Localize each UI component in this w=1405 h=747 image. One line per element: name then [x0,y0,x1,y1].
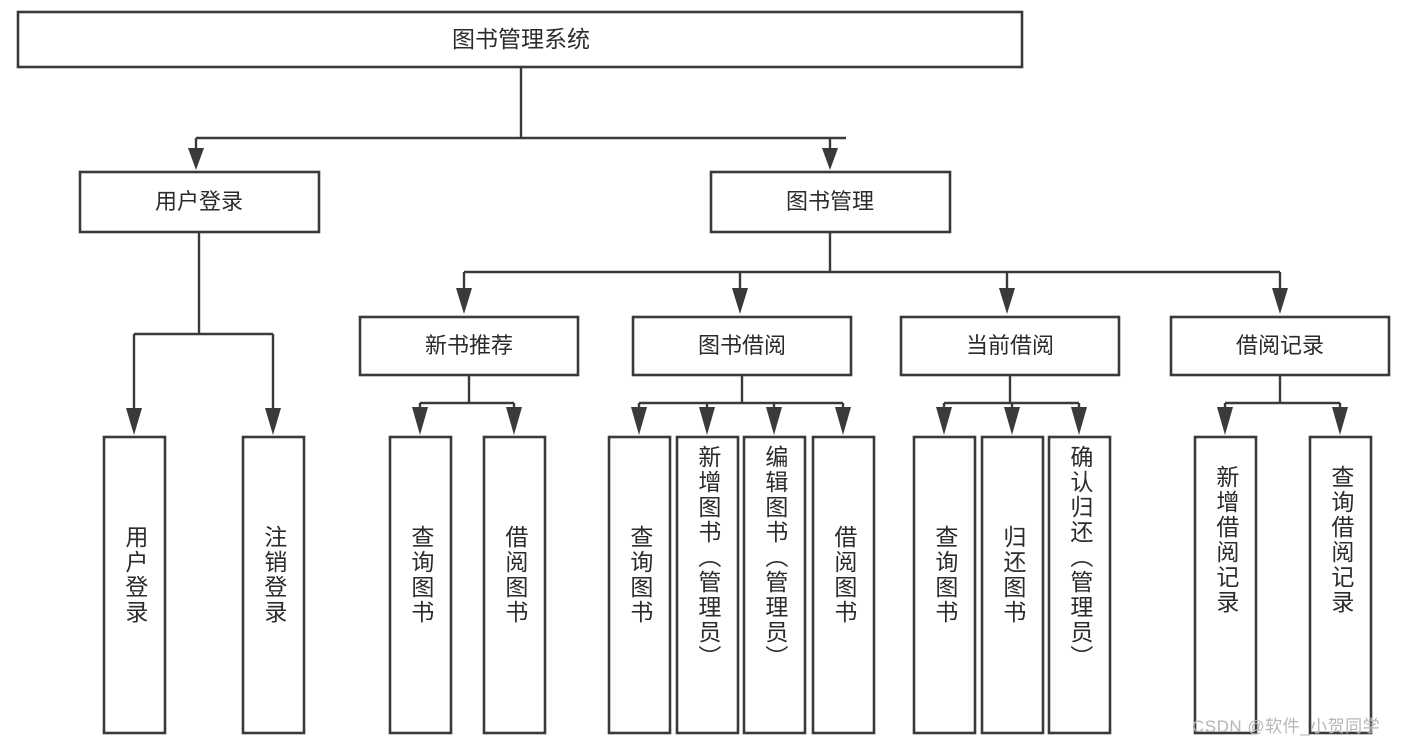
node-current-borrow-label: 当前借阅 [966,333,1054,358]
leaf-box-new-book-rec-0[interactable] [388,435,453,735]
leaf-box-current-borrow-0[interactable] [912,435,977,735]
csdn-watermark: CSDN @软件_小贺同学 [1192,717,1381,736]
arrow-icon-book-borrow [732,288,748,314]
arrow-icon-nbr-leaf1 [412,407,428,435]
node-root-label: 图书管理系统 [452,26,590,52]
node-current-borrow[interactable]: 当前借阅 [899,315,1121,377]
arrow-icon-to-user-login [188,148,204,170]
node-user-login[interactable]: 用户登录 [78,170,321,234]
node-borrow-record[interactable]: 借阅记录 [1169,315,1391,377]
arrow-icon-cb-leaf2 [1004,407,1020,435]
node-book-borrow-label: 图书借阅 [698,333,786,358]
arrow-icon-borrow-record [1272,288,1288,314]
arrow-icon-to-book-manage [822,148,838,170]
node-book-manage-label: 图书管理 [786,189,874,214]
node-book-borrow[interactable]: 图书借阅 [631,315,853,377]
arrow-icon-br-leaf1 [1217,407,1233,435]
leaf-box-user-login-0[interactable] [102,435,167,735]
arrow-icon-bb-leaf3 [766,407,782,435]
node-book-manage-box[interactable] [709,170,952,234]
arrow-icon-bb-leaf1 [631,407,647,435]
leaf-box-book-borrow-0[interactable] [607,435,672,735]
node-new-book-rec-box[interactable] [358,315,580,377]
leaf-box-current-borrow-1[interactable] [980,435,1045,735]
arrow-icon-bb-leaf2 [699,407,715,435]
node-borrow-record-box[interactable] [1169,315,1391,377]
arrow-icon-user-login-leaf2 [265,408,281,435]
node-root[interactable]: 图书管理系统 [16,10,1024,69]
leaf-box-user-login-1[interactable] [241,435,306,735]
leaf-box-new-book-rec-1[interactable] [482,435,547,735]
arrow-icon-bb-leaf4 [835,407,851,435]
leaf-box-borrow-record-0[interactable] [1193,435,1258,735]
leaf-box-current-borrow-2[interactable] [1047,435,1112,735]
node-current-borrow-box[interactable] [899,315,1121,377]
arrow-icon-nbr-leaf2 [506,407,522,435]
node-root-box[interactable] [16,10,1024,69]
node-new-book-rec[interactable]: 新书推荐 [358,315,580,377]
arrow-icon-user-login-leaf1 [126,408,142,435]
node-book-borrow-box[interactable] [631,315,853,377]
arrow-icon-new-book-rec [456,288,472,314]
node-new-book-rec-label: 新书推荐 [425,333,513,358]
leaf-box-book-borrow-2[interactable] [742,435,807,735]
arrow-icon-br-leaf2 [1332,407,1348,435]
leaf-box-book-borrow-1[interactable] [675,435,740,735]
leaf-box-borrow-record-1[interactable] [1308,435,1373,735]
node-borrow-record-label: 借阅记录 [1236,333,1324,358]
arrow-icon-current-borrow [999,288,1015,314]
node-book-manage[interactable]: 图书管理 [709,170,952,234]
node-user-login-label: 用户登录 [155,189,243,214]
arrow-icon-cb-leaf3 [1071,407,1087,435]
arrow-icon-cb-leaf1 [936,407,952,435]
leaf-box-book-borrow-3[interactable] [811,435,876,735]
